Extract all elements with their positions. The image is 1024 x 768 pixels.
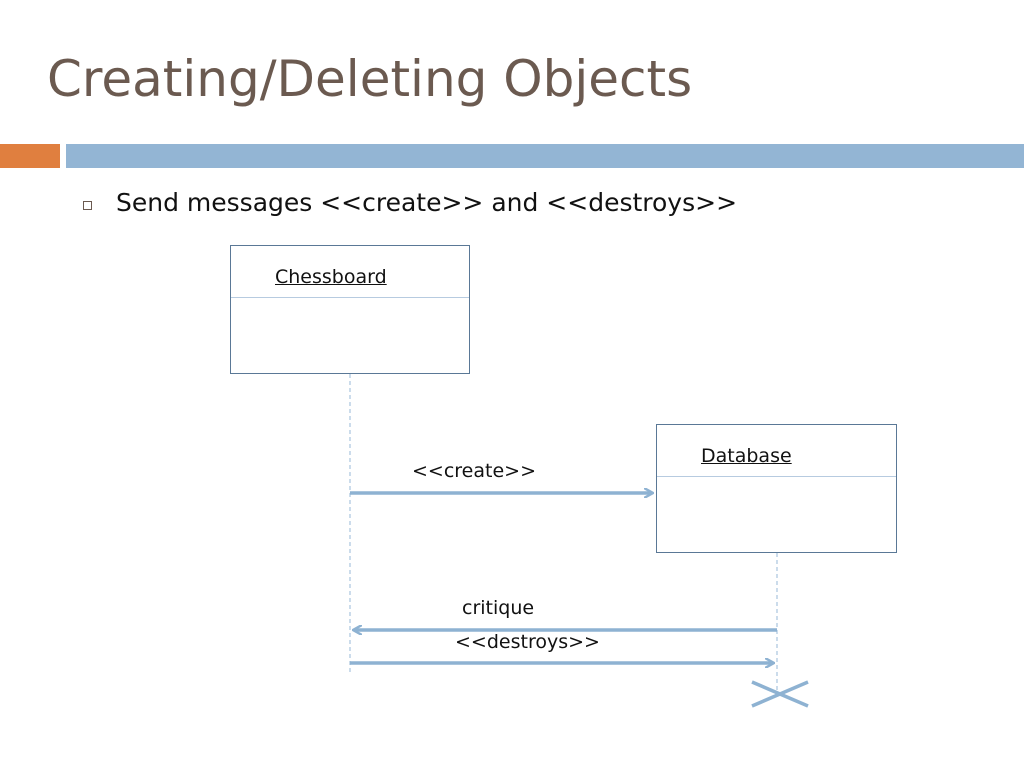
chessboard-object-box: Chessboard [230, 245, 470, 374]
chessboard-box-divider [231, 297, 469, 298]
database-box-divider [657, 476, 896, 477]
chessboard-object-name: Chessboard [275, 266, 387, 288]
accent-bar-blue [66, 144, 1024, 168]
database-object-box: Database [656, 424, 897, 553]
bullet-square-icon [83, 201, 92, 210]
destroys-message-label: <<destroys>> [455, 631, 600, 653]
accent-bar-orange [0, 144, 60, 168]
slide-title: Creating/Deleting Objects [47, 50, 693, 108]
destroy-x-icon [751, 680, 809, 708]
create-message-label: <<create>> [412, 460, 536, 482]
critique-message-label: critique [462, 597, 535, 619]
bullet-text: Send messages <<create>> and <<destroys>… [116, 188, 738, 217]
database-object-name: Database [701, 445, 792, 467]
